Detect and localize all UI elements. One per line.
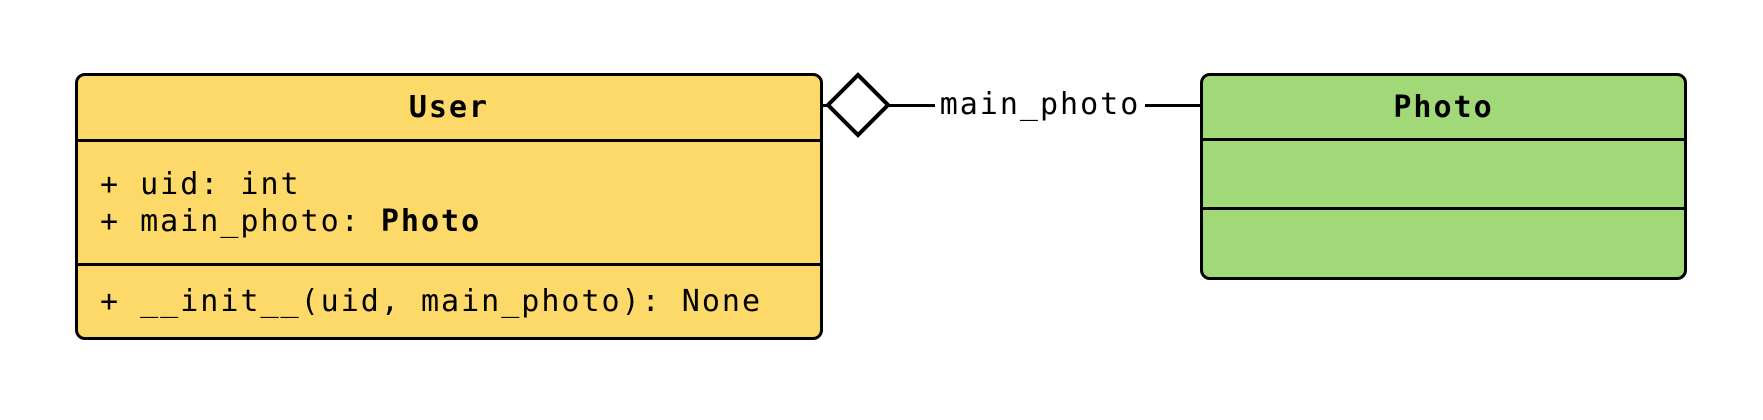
attribute-type-ref: Photo	[380, 203, 482, 239]
class-attributes-section-user: + uid: int + main_photo: Photo	[78, 139, 820, 263]
class-node-photo: Photo	[1200, 73, 1687, 280]
aggregation-diamond-icon	[825, 72, 891, 138]
class-title-section-user: User	[78, 76, 820, 139]
class-attributes-section-photo	[1203, 138, 1684, 207]
method-row-init: + __init__(uid, main_photo): None	[100, 284, 763, 319]
attribute-text: + main_photo:	[100, 203, 381, 239]
class-title-section-photo: Photo	[1203, 76, 1684, 138]
attribute-row-uid: + uid: int	[100, 166, 820, 203]
class-methods-section-user: + __init__(uid, main_photo): None	[78, 263, 820, 337]
attribute-row-main-photo: + main_photo: Photo	[100, 203, 820, 240]
class-name-photo: Photo	[1393, 89, 1494, 125]
class-node-user: User + uid: int + main_photo: Photo + __…	[75, 73, 823, 340]
class-name-user: User	[408, 90, 490, 125]
aggregation-edge-label: main_photo	[935, 85, 1145, 125]
attribute-text: + uid: int	[100, 166, 301, 202]
class-methods-section-photo	[1203, 207, 1684, 277]
